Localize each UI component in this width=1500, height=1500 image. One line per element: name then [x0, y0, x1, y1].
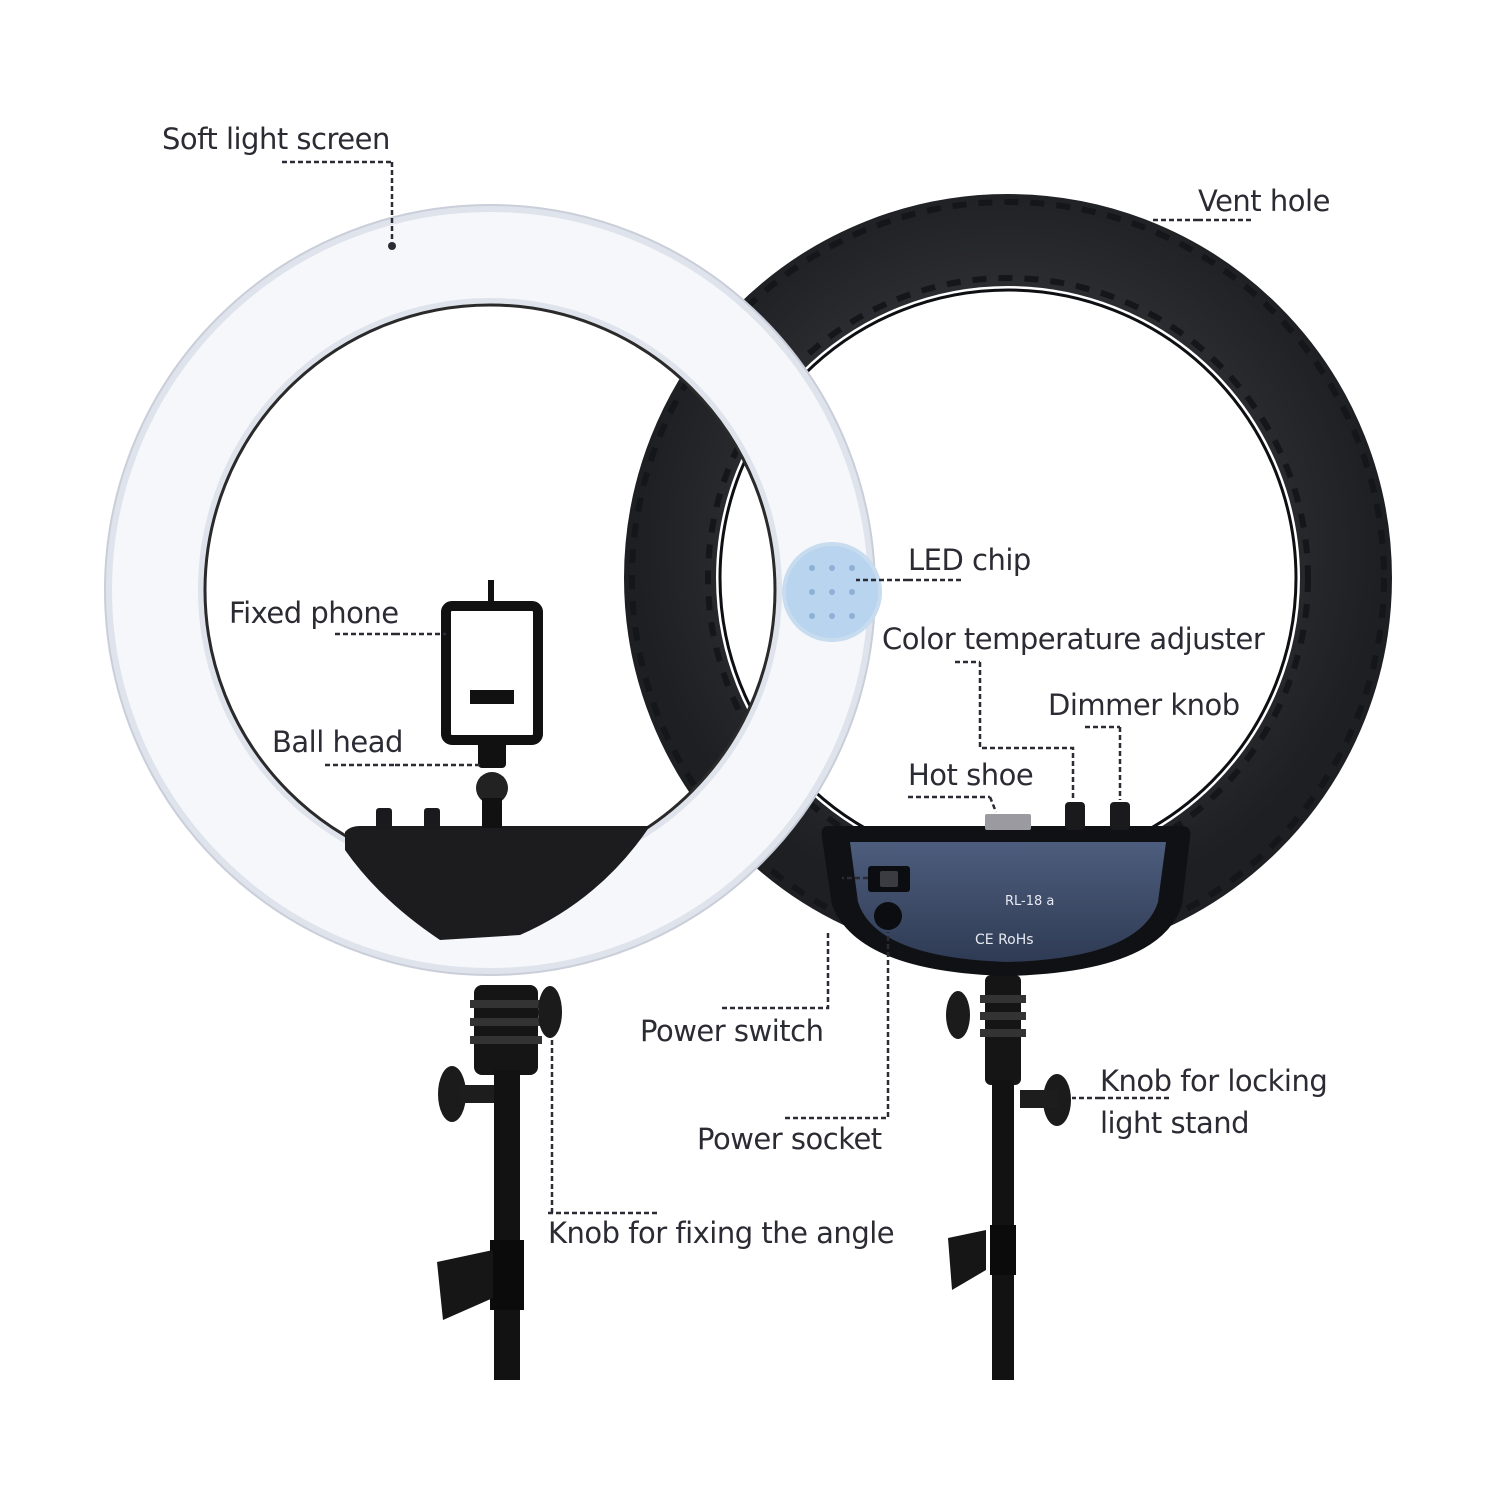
label-power-socket: Power socket	[697, 1122, 882, 1156]
label-power-switch: Power switch	[640, 1014, 824, 1048]
label-hot-shoe: Hot shoe	[908, 758, 1034, 792]
label-color-temperature-adjuster: Color temperature adjuster	[882, 622, 1265, 656]
label-soft-light-screen: Soft light screen	[162, 122, 390, 156]
label-led-chip: LED chip	[908, 543, 1031, 577]
front-base	[345, 808, 650, 940]
label-dimmer-knob: Dimmer knob	[1048, 688, 1240, 722]
label-knob-locking-line2: light stand	[1100, 1106, 1250, 1140]
label-vent-hole: Vent hole	[1198, 184, 1330, 218]
label-knob-locking-stand: Knob for locking light stand	[1100, 1060, 1328, 1144]
led-chip-magnifier	[782, 542, 882, 642]
front-stand	[437, 985, 562, 1380]
phone-holder	[441, 580, 543, 828]
leader-lines	[282, 160, 1252, 1215]
model-text: RL-18 a	[1005, 894, 1054, 909]
back-stand	[946, 975, 1071, 1380]
label-fixed-phone: Fixed phone	[229, 596, 399, 630]
label-knob-locking-line1: Knob for locking	[1100, 1064, 1328, 1098]
label-ball-head: Ball head	[272, 725, 403, 759]
label-knob-fixing-angle: Knob for fixing the angle	[548, 1216, 895, 1250]
cert-marks-text: CE RoHs	[975, 932, 1034, 948]
control-box: RL-18 a CE RoHs	[821, 802, 1191, 976]
